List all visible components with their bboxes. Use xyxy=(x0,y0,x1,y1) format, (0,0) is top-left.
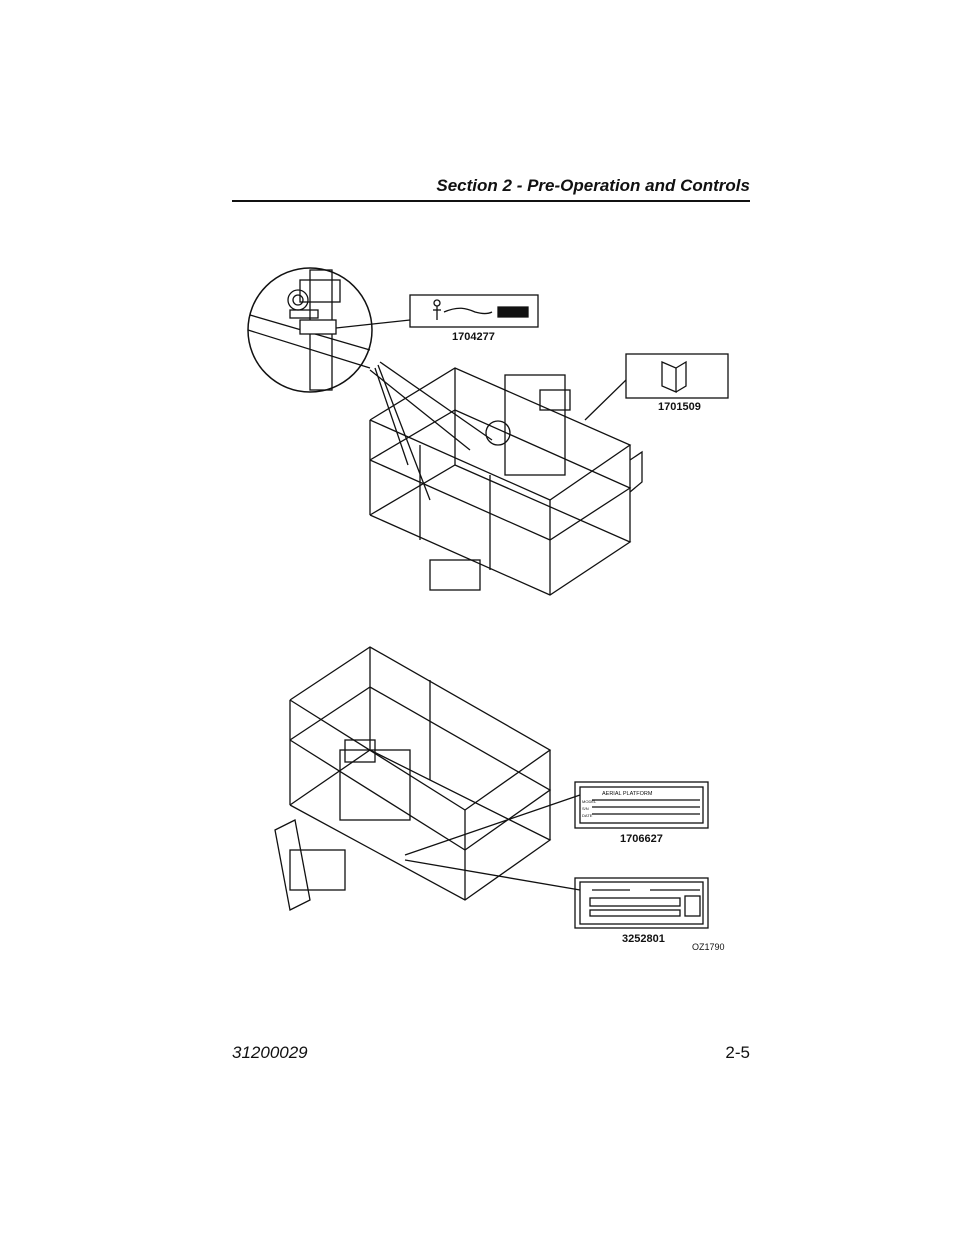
platform-decal-figure: 1704277 1701509 xyxy=(230,250,730,975)
decal-1701509 xyxy=(625,353,729,399)
section-title: Section 2 - Pre-Operation and Controls xyxy=(436,176,750,195)
decal-1701509-label: 1701509 xyxy=(658,401,701,413)
decal-1706627 xyxy=(574,781,709,829)
figure-id: OZ1790 xyxy=(692,942,725,952)
decal-1706627-heading: AERIAL PLATFORM xyxy=(602,791,653,797)
decal-1704277-label: 1704277 xyxy=(452,331,495,343)
header-rule xyxy=(232,200,750,202)
lower-platform-frame xyxy=(274,646,552,911)
decal-field-date: DATE xyxy=(582,813,593,818)
doc-number: 31200029 xyxy=(232,1043,308,1062)
magnified-lanyard-anchor xyxy=(247,269,371,391)
lower-platform-drawing: AERIAL PLATFORM MODEL S/N DATE 1706627 3… xyxy=(274,646,725,952)
decal-1704277 xyxy=(409,294,539,328)
upper-platform-frame xyxy=(369,367,643,596)
decal-3252801 xyxy=(574,877,709,929)
upper-platform-drawing: 1704277 1701509 xyxy=(247,267,729,596)
decal-1706627-label: 1706627 xyxy=(620,833,663,845)
page-number: 2-5 xyxy=(725,1043,750,1062)
decal-3252801-label: 3252801 xyxy=(622,933,665,945)
decal-field-model: MODEL xyxy=(582,799,597,804)
decal-field-sn: S/N xyxy=(582,806,589,811)
